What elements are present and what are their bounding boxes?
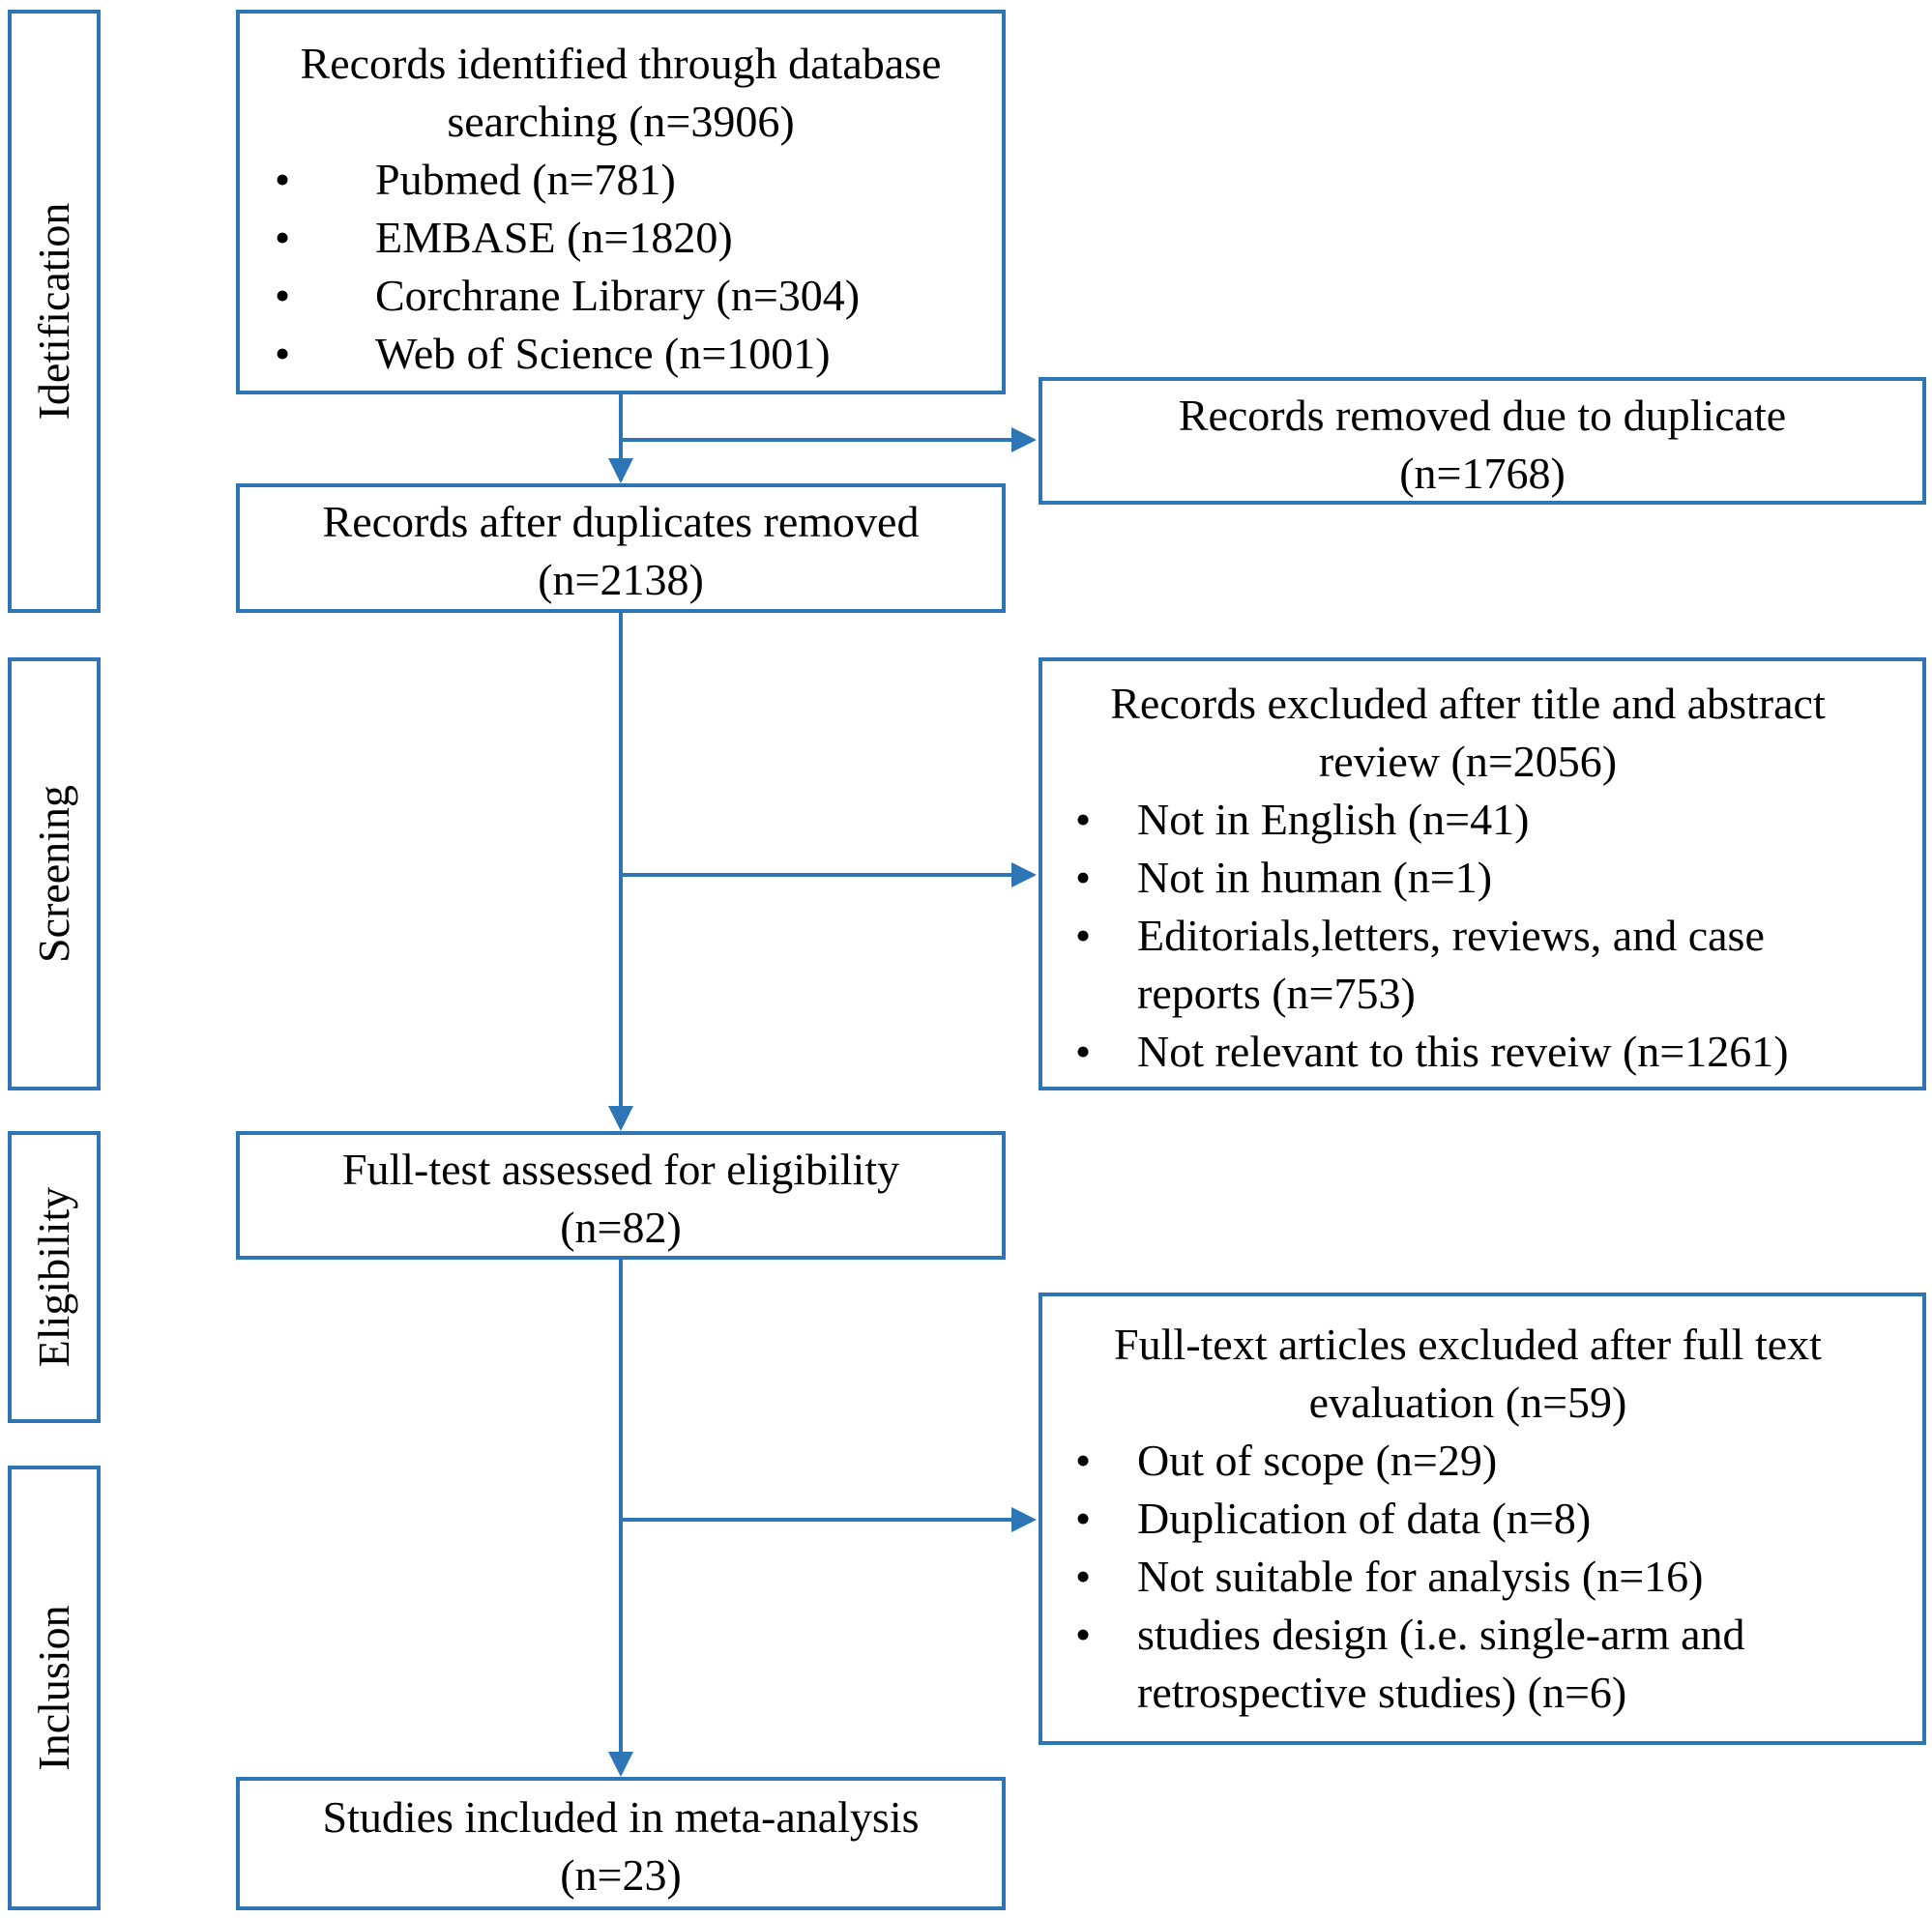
duplicates-removed-box: Records removed due to duplicate (n=1768… bbox=[1039, 377, 1926, 505]
stage-identification: Idetification bbox=[8, 10, 101, 613]
full-text-exclusion-list: Out of scope (n=29) Duplication of data … bbox=[1042, 1432, 1893, 1722]
exclusion-item-not-human: Not in human (n=1) bbox=[1042, 849, 1893, 907]
studies-included-line1: Studies included in meta-analysis bbox=[322, 1792, 920, 1842]
duplicates-removed-line1: Records removed due to duplicate bbox=[1178, 391, 1787, 440]
full-text-excluded-line2: evaluation (n=59) bbox=[1308, 1378, 1627, 1427]
full-text-assessed-line1: Full-test assessed for eligibility bbox=[341, 1145, 900, 1194]
after-duplicates-line2: (n=2138) bbox=[538, 555, 704, 604]
after-duplicates-box: Records after duplicates removed (n=2138… bbox=[236, 483, 1006, 613]
database-item-web-of-science: Web of Science (n=1001) bbox=[240, 325, 1002, 383]
excluded-title-abstract-box: Records excluded after title and abstrac… bbox=[1039, 657, 1926, 1090]
excluded-title-abstract-line1: Records excluded after title and abstrac… bbox=[1110, 679, 1826, 728]
database-list: Pubmed (n=781) EMBASE (n=1820) Corchrane… bbox=[240, 151, 1002, 383]
records-identified-title-line1: Records identified through database bbox=[300, 39, 942, 88]
stage-screening: Screening bbox=[8, 657, 101, 1090]
exclusion-item-not-english: Not in English (n=41) bbox=[1042, 791, 1893, 849]
excluded-title-abstract-line2: review (n=2056) bbox=[1318, 737, 1618, 786]
full-text-excluded-box: Full-text articles excluded after full t… bbox=[1039, 1293, 1926, 1745]
full-text-exclusion-item-study-design: studies design (i.e. single-arm and retr… bbox=[1042, 1606, 1893, 1722]
after-duplicates-line1: Records after duplicates removed bbox=[322, 497, 920, 546]
exclusion-item-editorials: Editorials,letters, reviews, and case re… bbox=[1042, 907, 1893, 1023]
records-identified-box: Records identified through database sear… bbox=[236, 10, 1006, 394]
full-text-exclusion-item-not-suitable: Not suitable for analysis (n=16) bbox=[1042, 1548, 1893, 1606]
full-text-excluded-line1: Full-text articles excluded after full t… bbox=[1114, 1320, 1822, 1369]
database-item-cochrane: Corchrane Library (n=304) bbox=[240, 267, 1002, 325]
database-item-embase: EMBASE (n=1820) bbox=[240, 209, 1002, 267]
arrowhead-excluded-title-abstract bbox=[1011, 862, 1037, 887]
stage-inclusion: Inclusion bbox=[8, 1466, 101, 1910]
records-identified-title-line2: searching (n=3906) bbox=[447, 97, 795, 146]
arrowhead-duplicates-removed bbox=[1011, 427, 1037, 452]
studies-included-box: Studies included in meta-analysis (n=23) bbox=[236, 1777, 1006, 1910]
full-text-exclusion-item-duplication: Duplication of data (n=8) bbox=[1042, 1490, 1893, 1548]
arrowhead-full-text-excluded bbox=[1011, 1507, 1037, 1532]
database-item-pubmed: Pubmed (n=781) bbox=[240, 151, 1002, 209]
stage-eligibility: Eligibility bbox=[8, 1131, 101, 1423]
full-text-assessed-line2: (n=82) bbox=[560, 1203, 682, 1252]
duplicates-removed-line2: (n=1768) bbox=[1399, 449, 1566, 498]
full-text-exclusion-item-out-of-scope: Out of scope (n=29) bbox=[1042, 1432, 1893, 1490]
exclusion-reasons-list: Not in English (n=41) Not in human (n=1)… bbox=[1042, 791, 1893, 1081]
arrowhead-full-text bbox=[608, 1106, 633, 1131]
full-text-assessed-box: Full-test assessed for eligibility (n=82… bbox=[236, 1131, 1006, 1260]
arrowhead-included bbox=[608, 1752, 633, 1777]
exclusion-item-not-relevant: Not relevant to this reveiw (n=1261) bbox=[1042, 1023, 1893, 1081]
arrowhead-after-duplicates bbox=[608, 458, 633, 483]
studies-included-line2: (n=23) bbox=[560, 1850, 682, 1900]
